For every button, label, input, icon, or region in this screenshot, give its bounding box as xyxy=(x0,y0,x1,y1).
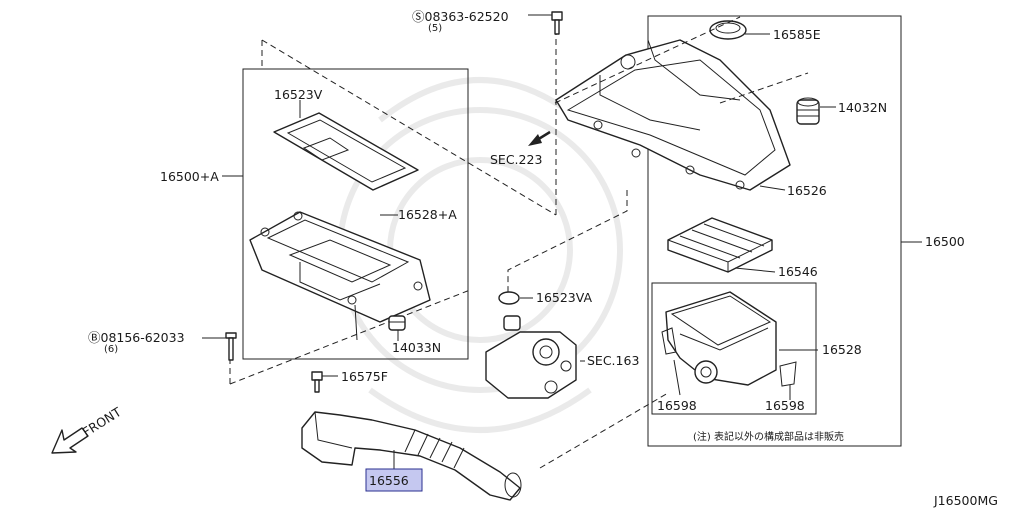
duct-16556 xyxy=(301,411,522,501)
grommet-14032n xyxy=(796,97,836,125)
clip-16575f xyxy=(311,371,338,393)
label-16598-right: 16598 xyxy=(765,398,805,413)
label-bolt-top-qty: (5) xyxy=(428,23,442,34)
housing-16528 xyxy=(661,291,818,400)
label-14032n: 14032N xyxy=(838,100,887,115)
highlight-16556 xyxy=(365,468,423,492)
frame-16500a xyxy=(242,68,469,360)
label-16598-left: 16598 xyxy=(657,398,697,413)
housing-16528a xyxy=(249,211,431,341)
gasket-16523v xyxy=(273,112,419,191)
label-14033n: 14033N xyxy=(392,340,441,355)
bolt-08363 xyxy=(528,11,563,35)
label-front: FRONT xyxy=(80,404,124,440)
front-arrow-icon xyxy=(51,427,89,454)
throttle-sec163 xyxy=(485,315,585,399)
filter-16546 xyxy=(667,217,776,273)
ring-16523va xyxy=(498,291,533,305)
bolt-08156 xyxy=(202,332,237,361)
diagram-id: J16500MG xyxy=(933,493,998,508)
upper-housing-16526 xyxy=(555,39,791,191)
label-16500a: 16500+A xyxy=(160,169,219,184)
dashed-cover-guide xyxy=(554,16,809,104)
label-16528: 16528 xyxy=(822,342,862,357)
label-16523va: 16523VA xyxy=(536,290,593,305)
label-16546: 16546 xyxy=(778,264,818,279)
cap-16585e xyxy=(709,20,770,40)
label-16500: 16500 xyxy=(925,234,965,249)
note-text: (注) 表記以外の構成部品は非販売 xyxy=(693,430,844,443)
label-bolt-left: Ⓑ08156-62033 xyxy=(88,330,185,345)
leaders xyxy=(222,100,922,341)
label-16575f: 16575F xyxy=(341,369,388,384)
label-16585e: 16585E xyxy=(773,27,821,42)
label-sec163: SEC.163 xyxy=(587,353,639,368)
frame-16500 xyxy=(647,15,902,447)
dashed-guides xyxy=(229,30,669,469)
label-sec223: SEC.223 xyxy=(490,152,542,167)
grommet-14033n xyxy=(388,315,406,331)
label-16556: 16556 xyxy=(369,473,409,488)
watermark xyxy=(337,77,623,433)
frame-16528 xyxy=(651,282,817,415)
label-16528a: 16528+A xyxy=(398,207,457,222)
arrow-sec223 xyxy=(528,130,551,146)
label-16523v: 16523V xyxy=(274,87,323,102)
label-bolt-left-qty: (6) xyxy=(104,344,118,355)
label-16526: 16526 xyxy=(787,183,827,198)
label-bolt-top: Ⓢ08363-62520 xyxy=(412,9,509,24)
